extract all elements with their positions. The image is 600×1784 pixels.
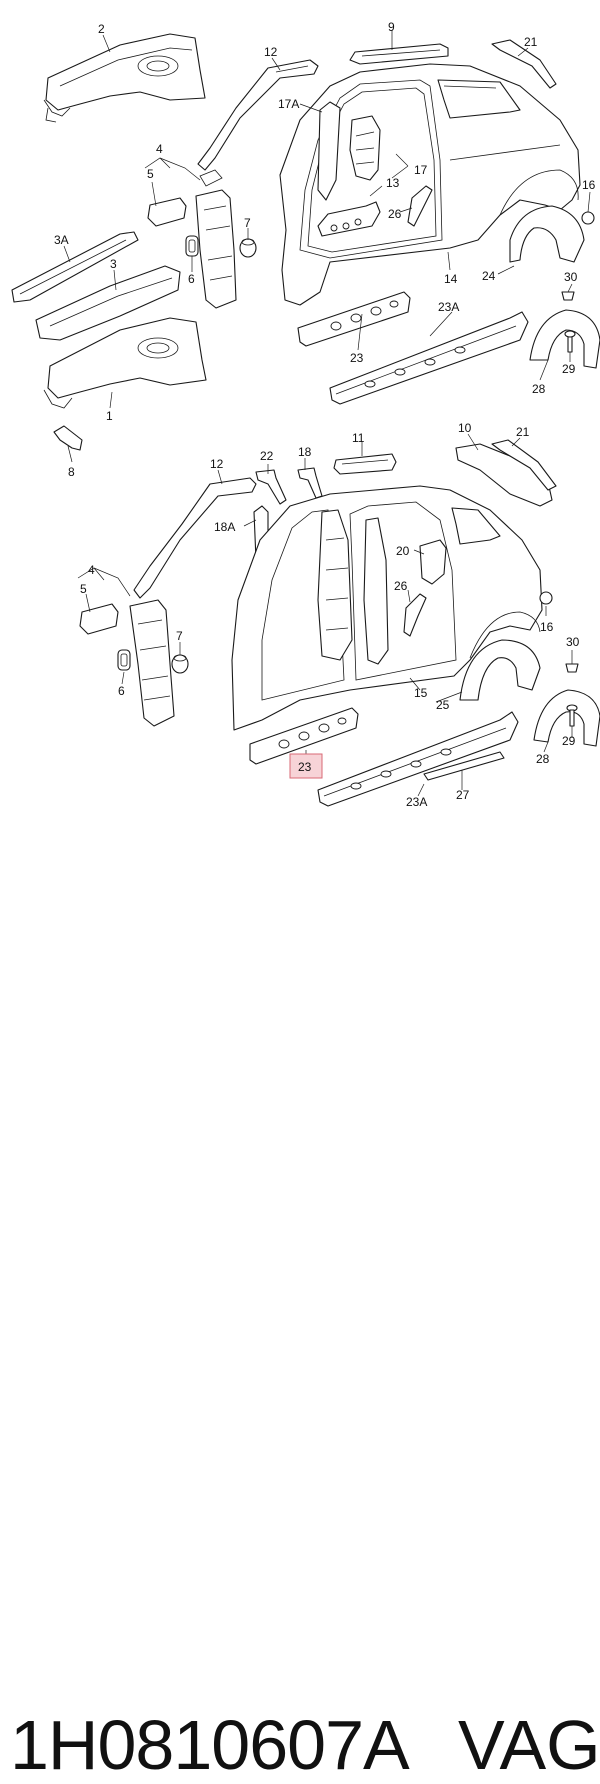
part-26-brace <box>407 185 433 227</box>
label-part-23-highlighted: 23 <box>298 760 312 774</box>
part-29-screw-lower <box>569 709 575 727</box>
upper-assembly: 2 9 21 12 17A 4 5 17 13 7 26 3A 3 6 14 1… <box>11 20 600 479</box>
label-part-3a: 3A <box>54 233 69 247</box>
lower-assembly: 23 10 21 11 12 22 18 18A 20 4 5 26 7 16 … <box>77 421 600 809</box>
label-part-26-lower: 26 <box>394 579 408 593</box>
part-3a-strip <box>11 231 139 303</box>
label-part-6: 6 <box>188 272 195 286</box>
part-16-plug <box>581 211 595 225</box>
label-part-28-lower: 28 <box>536 752 550 766</box>
part-21-rear-rail-lower <box>491 439 557 491</box>
part-17a-inner-pillar <box>317 101 341 201</box>
label-part-14: 14 <box>444 272 458 286</box>
label-part-12: 12 <box>264 45 278 59</box>
brand-label: VAG <box>458 1706 600 1784</box>
label-part-8: 8 <box>68 465 75 479</box>
part-12-a-pillar <box>197 59 319 171</box>
c-pillar-inner <box>363 517 389 665</box>
part-7-plug-lower <box>171 654 189 674</box>
label-part-29: 29 <box>562 362 576 376</box>
label-part-29-lower: 29 <box>562 734 576 748</box>
part-27-strip <box>423 751 505 781</box>
part-10-rear-panel <box>455 443 553 507</box>
label-part-13: 13 <box>386 176 400 190</box>
label-part-12-lower: 12 <box>210 457 224 471</box>
label-part-28: 28 <box>532 382 546 396</box>
label-part-23: 23 <box>350 351 364 365</box>
part-6-grommet <box>185 235 199 257</box>
part-23a-sill-outer-lower <box>317 711 519 807</box>
part-12-a-pillar-lower <box>133 477 257 599</box>
label-part-27: 27 <box>456 788 470 802</box>
part-4-5-bracket <box>147 169 237 309</box>
part-20-bracket <box>419 539 447 585</box>
label-part-9: 9 <box>388 20 395 34</box>
label-part-22: 22 <box>260 449 274 463</box>
label-part-23a: 23A <box>438 300 459 314</box>
part-number: 1H0810607A <box>10 1706 410 1784</box>
label-part-4: 4 <box>156 142 163 156</box>
label-part-25: 25 <box>436 698 450 712</box>
label-part-5-lower: 5 <box>80 582 87 596</box>
part-24-wheel-liner <box>509 205 585 263</box>
part-23a-sill-outer <box>329 311 529 405</box>
part-17-b-pillar-inner <box>349 115 381 181</box>
part-16-plug-lower <box>539 591 553 605</box>
label-part-17: 17 <box>414 163 428 177</box>
label-part-30-lower: 30 <box>566 635 580 649</box>
label-part-5: 5 <box>147 167 154 181</box>
label-part-21-lower: 21 <box>516 425 530 439</box>
label-part-7: 7 <box>244 216 251 230</box>
part-23-sill-inner-lower <box>249 707 359 765</box>
part-21-rear-rail <box>491 39 557 89</box>
footer: 1H0810607A VAG <box>0 848 600 1780</box>
part-28-arch-liner <box>529 309 600 369</box>
label-part-21: 21 <box>524 35 538 49</box>
highlight-box <box>289 753 323 779</box>
part-30-nut <box>561 291 575 301</box>
label-part-4-lower: 4 <box>88 563 95 577</box>
part-26-brace-lower <box>403 593 427 637</box>
part-29-screw <box>567 335 573 353</box>
label-part-26: 26 <box>388 207 402 221</box>
label-part-16: 16 <box>582 178 596 192</box>
label-part-23a-lower: 23A <box>406 795 427 809</box>
part-22-pillar-top <box>255 469 287 505</box>
label-part-1: 1 <box>106 409 113 423</box>
label-part-18a: 18A <box>214 520 235 534</box>
label-part-16-lower: 16 <box>540 620 554 634</box>
b-pillar-inner <box>317 509 353 661</box>
part-25-wheel-liner <box>459 639 541 701</box>
part-11-roof-frame <box>333 453 397 475</box>
label-part-17a: 17A <box>278 97 299 111</box>
part-2-wheel-housing <box>43 33 206 123</box>
label-part-11: 11 <box>352 431 365 445</box>
part-7-plug <box>239 238 257 258</box>
label-part-6-lower: 6 <box>118 684 125 698</box>
part-28-arch-liner-lower <box>533 689 600 747</box>
part-4-5-bracket-lower <box>79 599 175 727</box>
part-23-sill-inner <box>297 291 411 347</box>
label-part-2: 2 <box>98 22 105 36</box>
label-part-15: 15 <box>414 686 428 700</box>
upper-leader-lines <box>63 30 591 463</box>
label-part-24: 24 <box>482 269 496 283</box>
part-13-lower-inner <box>317 201 381 237</box>
label-part-10: 10 <box>458 421 472 435</box>
part-8-bracket <box>53 425 83 451</box>
part-30-nut-lower <box>565 663 579 673</box>
part-6-grommet-lower <box>117 649 131 671</box>
label-part-3: 3 <box>110 257 117 271</box>
body-panels-exploded-diagram: 2 9 21 12 17A 4 5 17 13 7 26 3A 3 6 14 1… <box>11 20 600 809</box>
label-part-7-lower: 7 <box>176 629 183 643</box>
part-18-pillar-top <box>297 467 323 499</box>
part-9-roof-frame <box>349 43 449 65</box>
part-1-wheel-housing <box>43 317 207 409</box>
label-part-20: 20 <box>396 544 410 558</box>
part-29-screw-head <box>564 330 576 338</box>
label-part-18: 18 <box>298 445 312 459</box>
part-3-panel <box>35 265 181 341</box>
label-part-30: 30 <box>564 270 578 284</box>
